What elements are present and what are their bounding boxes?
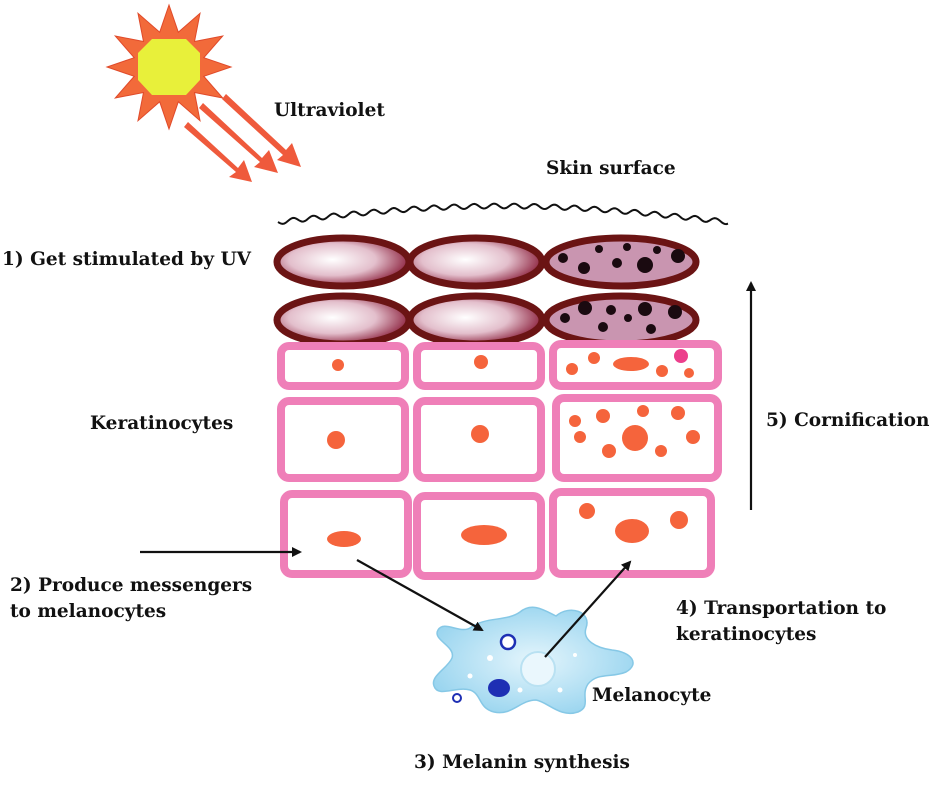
melanin-granule [579, 503, 595, 519]
melanin-granule [686, 430, 700, 444]
melanin-dot [624, 314, 632, 322]
melanocyte-cell [432, 606, 634, 715]
melanin-granule [674, 349, 688, 363]
label-step2-line1: 2) Produce messengers [10, 575, 253, 596]
keratinocyte-nuclei [327, 349, 700, 547]
uv-ray [199, 103, 278, 173]
label-step3: 3) Melanin synthesis [414, 752, 630, 773]
melanin-dot [623, 243, 631, 251]
melanin-granule [670, 511, 688, 529]
nucleus [461, 525, 507, 545]
melanosome [467, 673, 473, 679]
melanin-dot [671, 249, 685, 263]
melanin-dot [598, 322, 608, 332]
corneocyte [273, 292, 413, 348]
skin-surface-line [277, 202, 729, 226]
melanin-dot [578, 262, 590, 274]
melanin-granule [655, 445, 667, 457]
melanin-dot [560, 313, 570, 323]
melanin-dot [653, 246, 661, 254]
melanin-dot [595, 245, 603, 253]
melanin-granule [574, 431, 586, 443]
melanosome [573, 653, 577, 657]
melanin-granule [596, 409, 610, 423]
label-step1: 1) Get stimulated by UV [2, 249, 251, 270]
corneocyte-row-second [273, 292, 700, 348]
melanosome [517, 687, 523, 693]
process-arrows [140, 281, 756, 658]
nucleus [471, 425, 489, 443]
uv-ray [184, 122, 252, 182]
melanin-granules-corneocyte [558, 243, 685, 334]
nucleus [327, 431, 345, 449]
melanin-dot [606, 305, 616, 315]
melanin-granule [569, 415, 581, 427]
melanin-dot [612, 258, 622, 268]
melanin-granule [588, 352, 600, 364]
melanin-dot [668, 305, 682, 319]
uv-rays-icon [184, 94, 301, 182]
melanin-dot [637, 257, 653, 273]
melanocyte-vesicle [520, 651, 556, 687]
label-ultraviolet: Ultraviolet [274, 100, 385, 121]
corneocyte [273, 234, 413, 290]
nucleus [474, 355, 488, 369]
label-step5: 5) Cornification [766, 410, 930, 431]
nucleus [613, 357, 649, 371]
nucleus [327, 531, 361, 547]
corneocyte [406, 292, 546, 348]
arrow-to-melanocyte [356, 559, 484, 631]
label-melanocyte: Melanocyte [592, 685, 712, 706]
melanosome [487, 655, 493, 661]
label-step4-line2: keratinocytes [676, 624, 817, 645]
melanocyte-nucleus [488, 679, 510, 697]
melanin-granule [684, 368, 694, 378]
nucleus [332, 359, 344, 371]
sun-core [138, 39, 200, 95]
sun-icon [105, 3, 233, 131]
arrow-transport [544, 560, 632, 658]
melanin-granule [602, 444, 616, 458]
melanin-granule [656, 365, 668, 377]
melanosome [452, 693, 462, 703]
nucleus [622, 425, 648, 451]
corneocyte-row-top [273, 234, 700, 290]
label-keratinocytes: Keratinocytes [90, 413, 234, 434]
melanin-dot [578, 301, 592, 315]
label-skin-surface: Skin surface [546, 158, 676, 179]
melanin-granule [671, 406, 685, 420]
melanosome [557, 687, 563, 693]
melanin-dot [558, 253, 568, 263]
corneocyte [406, 234, 546, 290]
nucleus [615, 519, 649, 543]
melanin-granule [566, 363, 578, 375]
melanin-dot [638, 302, 652, 316]
label-step4-line1: 4) Transportation to [676, 598, 887, 619]
melanin-dot [646, 324, 656, 334]
melanin-granule [637, 405, 649, 417]
uv-ray [222, 94, 301, 167]
melanosome [499, 633, 517, 651]
label-step2-line2: to melanocytes [10, 601, 167, 622]
